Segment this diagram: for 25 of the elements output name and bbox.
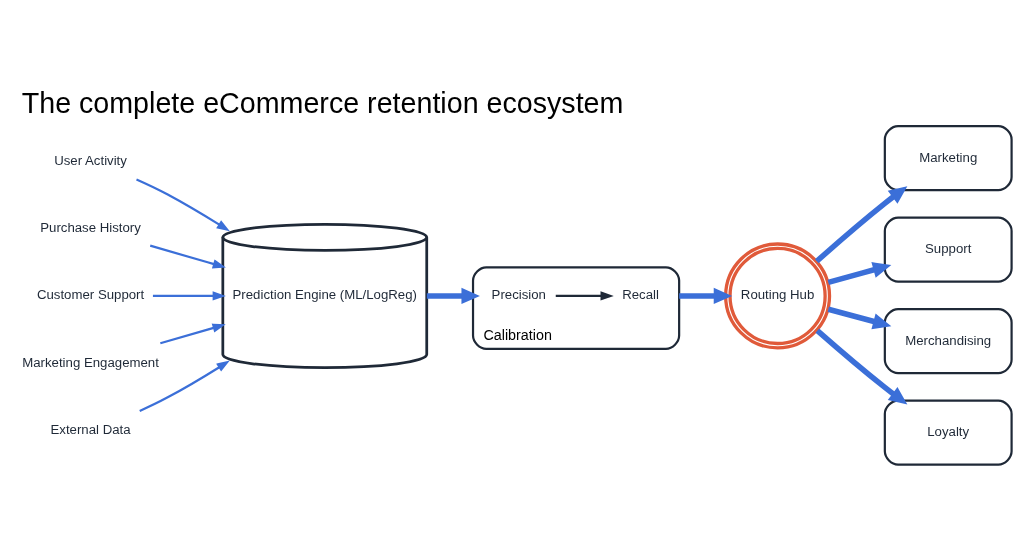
node-text: User Activity (53, 152, 127, 168)
node-text: Customer Support (36, 287, 144, 303)
node-text: Marketing Engagement (21, 354, 159, 370)
diagram-title: The complete eCommerce retention ecosystem (21, 86, 623, 119)
arrow (149, 244, 226, 269)
arrow (827, 306, 891, 330)
node-text: Precision (491, 287, 546, 303)
arrow (814, 186, 907, 264)
arrow (678, 287, 732, 304)
node-circle: Routing Hub (723, 242, 831, 350)
node-box: Support (883, 216, 1013, 283)
node-box: Loyalty (883, 399, 1013, 466)
node-text: External Data (50, 421, 131, 437)
arrow (138, 360, 230, 412)
arrow (827, 262, 891, 285)
arrow (815, 328, 907, 405)
node-text: Purchase History (39, 220, 141, 236)
arrow (555, 291, 614, 301)
arrow (135, 178, 230, 232)
arrow (159, 323, 226, 345)
node-box: Marketing (883, 125, 1013, 192)
arrow (152, 291, 226, 301)
node-box: Merchandising (883, 308, 1013, 375)
node-text: Recall (621, 287, 659, 303)
arrow (426, 287, 480, 304)
